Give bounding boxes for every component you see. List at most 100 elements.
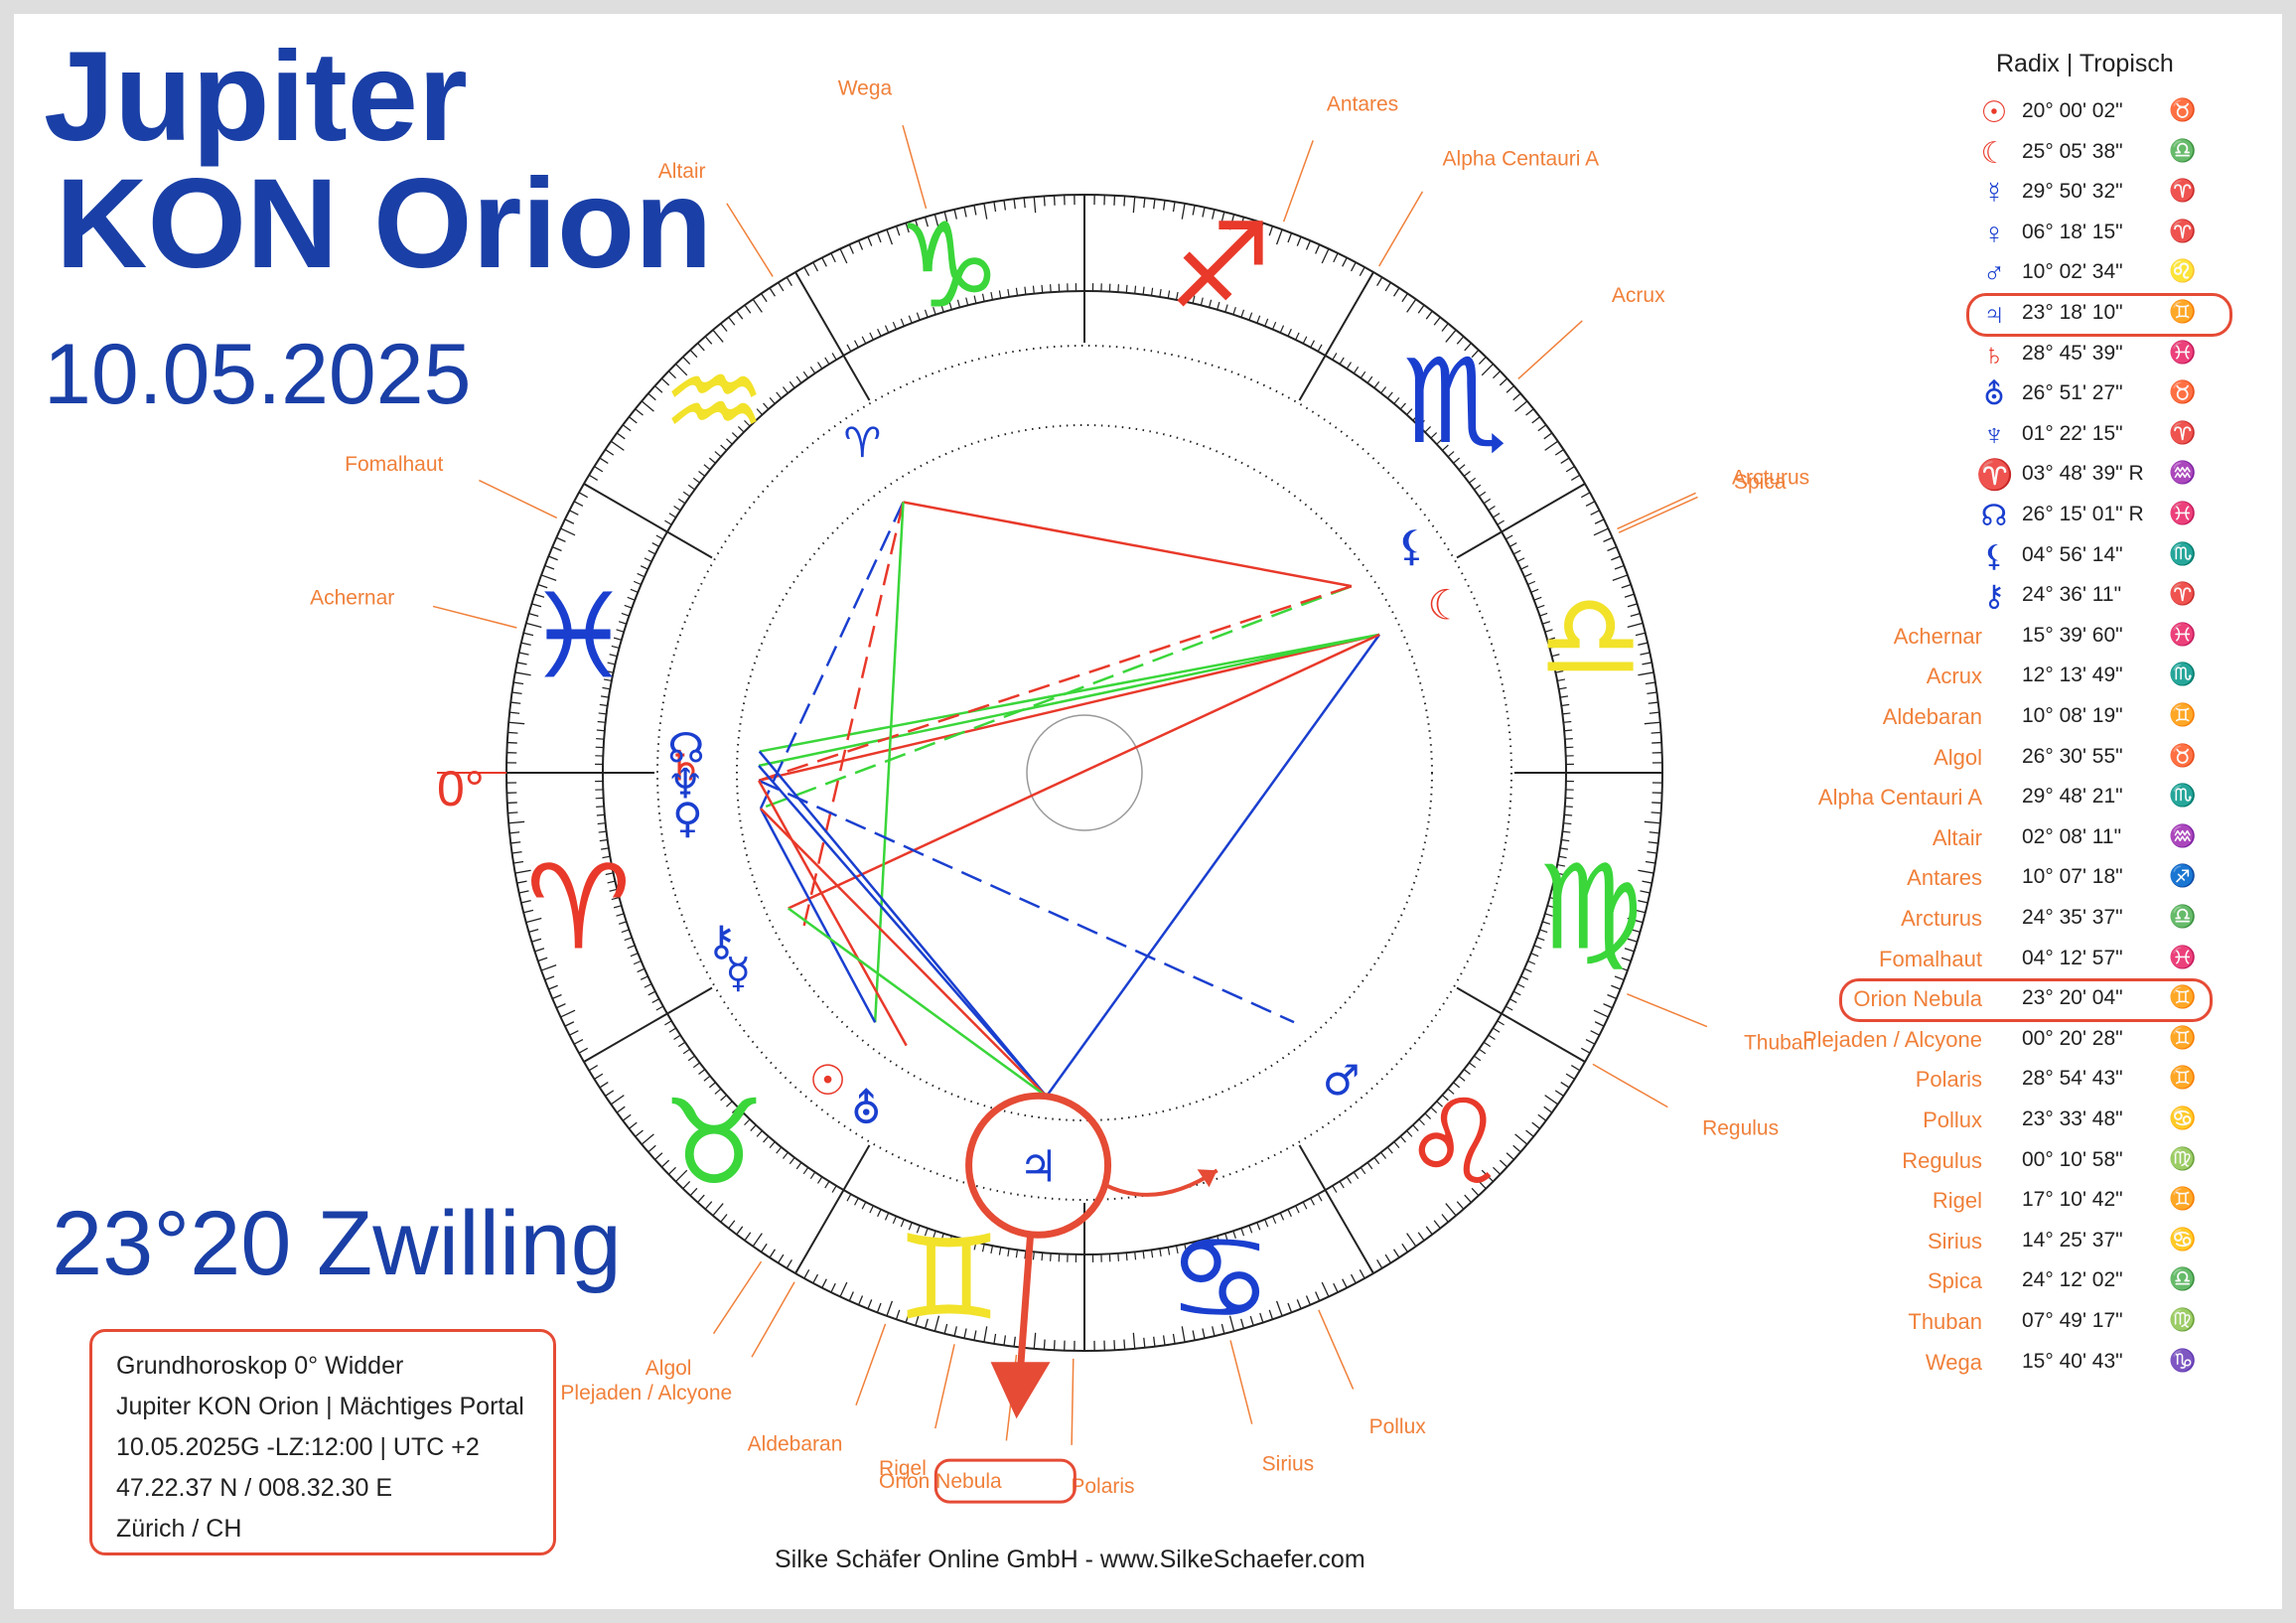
star-label: Regulus xyxy=(1702,1117,1779,1140)
degree-tick-inner xyxy=(596,806,605,808)
degree-tick xyxy=(1544,1095,1559,1106)
degree-tick-inner xyxy=(816,1176,823,1184)
degree-tick xyxy=(523,909,534,914)
degree-tick xyxy=(682,356,691,365)
star-pointer-line xyxy=(1618,496,1698,533)
star-label: Algol xyxy=(646,1357,692,1380)
degree-tick xyxy=(1425,1226,1433,1236)
degree-tick-inner xyxy=(602,686,611,690)
degree-tick-inner xyxy=(744,1118,751,1126)
degree-tick xyxy=(675,1169,688,1182)
degree-tick xyxy=(1543,432,1553,440)
degree-tick xyxy=(769,287,777,297)
degree-tick-inner xyxy=(1393,1141,1400,1149)
planet-ring xyxy=(736,424,1433,1121)
degree-tick-inner xyxy=(1505,1005,1513,1011)
info-box: Grundhoroskop 0° Widder Jupiter KON Orio… xyxy=(89,1329,556,1555)
info-line: 47.22.37 N / 008.32.30 E xyxy=(116,1474,392,1502)
degree-tick xyxy=(516,662,527,665)
degree-tick-inner xyxy=(1468,477,1477,484)
degree-tick-inner xyxy=(1436,1101,1443,1107)
degree-tick xyxy=(518,652,529,656)
degree-tick xyxy=(744,1232,752,1242)
footer-credit: Silke Schäfer Online GmbH - www.SilkeSch… xyxy=(775,1546,1365,1573)
degree-tick xyxy=(635,408,644,416)
aspect-line xyxy=(758,765,1048,1098)
degree-tick-inner xyxy=(633,959,642,965)
degree-tick xyxy=(1464,343,1472,352)
degree-tick-inner xyxy=(1536,937,1545,942)
degree-tick-inner xyxy=(1032,1252,1035,1260)
degree-tick xyxy=(1240,217,1245,227)
planet-row: ♃23° 18' 10"♊ xyxy=(1827,297,2244,335)
house-divider xyxy=(1456,986,1503,1015)
degree-tick xyxy=(848,1291,854,1301)
degree-tick-inner xyxy=(600,847,610,850)
degree-tick-inner xyxy=(846,344,852,353)
degree-tick-inner xyxy=(1332,353,1338,361)
degree-tick xyxy=(1590,510,1600,516)
sign-icon: ♎ xyxy=(2169,904,2197,929)
degree-tick xyxy=(1003,1335,1007,1346)
degree-tick xyxy=(1321,1281,1330,1297)
degree-tick xyxy=(513,681,524,685)
degree-tick xyxy=(544,975,555,981)
degree-tick xyxy=(1417,1232,1425,1242)
degree-tick xyxy=(1525,1129,1534,1137)
degree-tick xyxy=(1537,1113,1547,1121)
planet-glyph-icon: ♈ xyxy=(1976,459,2014,493)
degree-tick-inner xyxy=(1530,953,1539,958)
house-divider xyxy=(666,530,713,559)
degree-tick xyxy=(594,1073,604,1080)
degree-tick-inner xyxy=(596,738,605,740)
degree-tick-inner xyxy=(824,357,830,366)
degree-tick xyxy=(605,1090,615,1097)
degree-tick-inner xyxy=(1563,720,1572,723)
sign-icon: ♏ xyxy=(2169,540,2197,566)
degree-tick xyxy=(1514,400,1528,412)
degree-tick-inner xyxy=(861,336,867,345)
info-line: Grundhoroskop 0° Widder xyxy=(116,1352,404,1380)
degree-tick-inner xyxy=(714,1088,722,1095)
degree-tick xyxy=(876,232,882,243)
degree-tick-inner xyxy=(973,295,977,304)
degree-tick-inner xyxy=(948,1236,952,1245)
zodiac-sign-icon: ♋ xyxy=(1168,1210,1273,1347)
degree-tick-inner xyxy=(1539,612,1548,617)
degree-tick xyxy=(1565,1073,1575,1080)
degree-tick-inner xyxy=(1536,604,1545,609)
degree-tick xyxy=(786,276,792,287)
degree-tick xyxy=(1638,900,1649,904)
degree-tick xyxy=(1425,310,1433,320)
star-pointer-line xyxy=(1318,1309,1355,1390)
degree-tick-inner xyxy=(783,1151,789,1159)
degree-tick-inner xyxy=(1339,357,1345,366)
degree-tick-inner xyxy=(1412,1124,1419,1131)
degree-tick xyxy=(933,1315,940,1332)
degree-tick xyxy=(1305,240,1312,250)
degree-tick xyxy=(654,385,663,393)
degree-tick-inner xyxy=(795,1162,802,1170)
degree-tick-inner xyxy=(816,362,823,369)
degree-tick xyxy=(622,424,632,432)
house-divider xyxy=(666,986,713,1015)
planet-position: 10° 02' 34" xyxy=(2022,260,2123,284)
degree-tick xyxy=(720,1214,728,1223)
degree-tick-inner xyxy=(861,1201,867,1210)
degree-tick-inner xyxy=(1159,288,1162,298)
degree-tick xyxy=(667,1166,676,1175)
degree-tick xyxy=(704,336,713,345)
degree-tick xyxy=(610,1095,625,1106)
star-label: Aldebaran xyxy=(748,1432,843,1455)
degree-tick-inner xyxy=(1527,580,1536,586)
degree-tick-inner xyxy=(1453,457,1461,464)
degree-tick-inner xyxy=(1551,654,1560,658)
degree-tick-inner xyxy=(1463,471,1471,477)
degree-tick xyxy=(857,240,864,250)
degree-tick xyxy=(1315,244,1321,254)
degree-tick-inner xyxy=(877,1209,882,1218)
degree-tick-inner xyxy=(744,419,751,427)
sign-icon: ♒ xyxy=(2169,822,2197,848)
